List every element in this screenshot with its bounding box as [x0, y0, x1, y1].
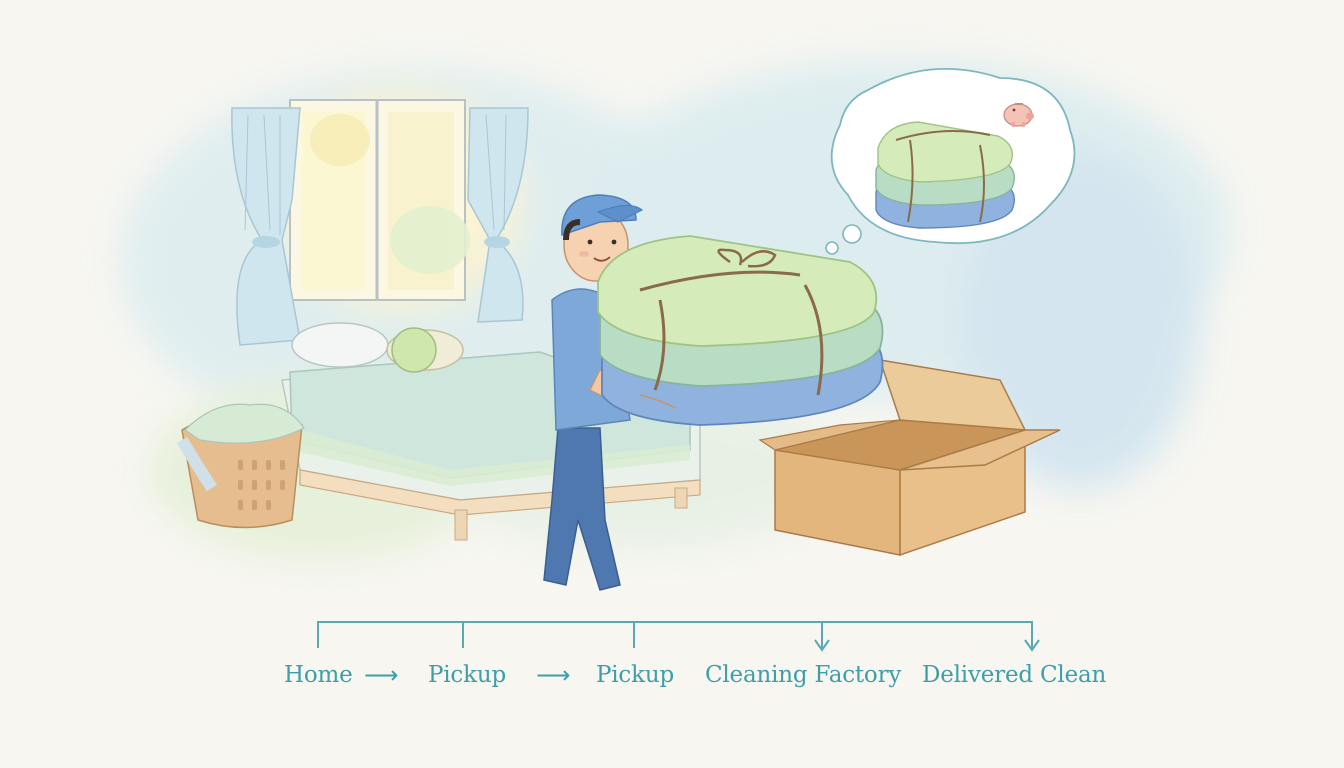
flow-step-pickup-2: Pickup: [596, 662, 674, 688]
flow-step-pickup-1: Pickup: [428, 662, 506, 688]
curtain-left: [231, 107, 301, 346]
flow-step-home: Home: [284, 662, 353, 688]
flow-step-cleaning-factory: Cleaning Factory: [705, 662, 902, 688]
thought-bubble: [825, 68, 1076, 255]
towel-stack: [597, 235, 884, 426]
towel-stack-thought: [875, 121, 1015, 229]
flow-arrow-2: ⟶: [536, 661, 571, 689]
laundry-basket: [176, 403, 305, 529]
window: [289, 99, 470, 301]
curtain-right: [467, 107, 529, 323]
flow-step-delivered-clean: Delivered Clean: [922, 662, 1107, 688]
delivery-man: [543, 194, 677, 591]
flow-connector-lines: [317, 621, 1040, 652]
cardboard-box: [758, 359, 1061, 557]
flow-arrow-1: ⟶: [364, 661, 399, 689]
piggy-bank-icon: [1003, 103, 1034, 127]
